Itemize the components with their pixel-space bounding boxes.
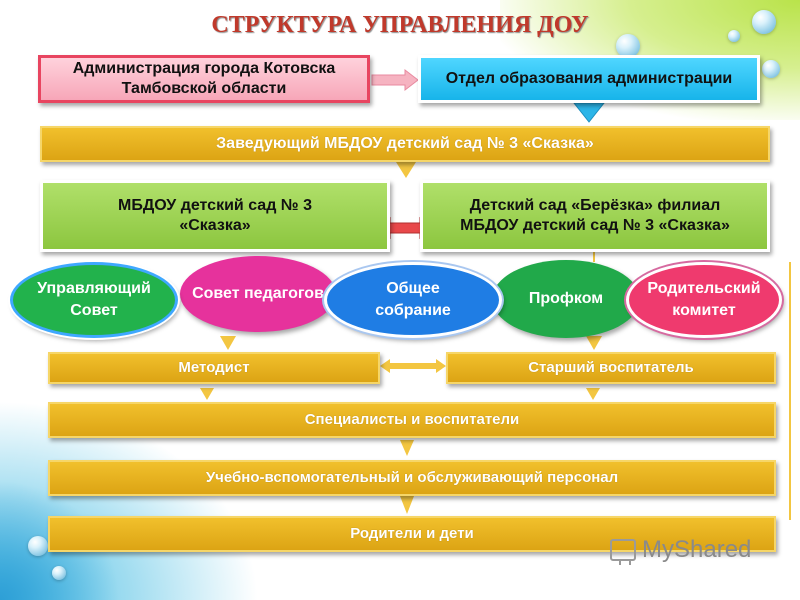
head-box: Заведующий МБДОУ детский сад № 3 «Сказка… [40,126,770,162]
presentation-board-icon [610,539,636,565]
council-pedagogues-ellipse: Совет педагогов [180,256,336,332]
kindergarten-box: МБДОУ детский сад № 3 «Сказка» [40,180,390,252]
water-drop-decoration [52,566,66,580]
arrow-to-specialists-left [200,388,214,400]
governing-council-label: Управляющий Совет [37,280,151,319]
support-staff-box: Учебно-вспомогательный и обслуживающий п… [48,460,776,496]
city-administration-box: Администрация города Котовска Тамбовской… [38,55,370,103]
water-drop-decoration [28,536,48,556]
trade-union-label: Профком [528,290,604,308]
water-drop-decoration [762,60,780,78]
branch-box: Детский сад «Берёзка» филиал МБДОУ детск… [420,180,770,252]
water-drop-decoration [616,34,640,58]
arrow-admin-to-department [371,68,419,92]
arrow-to-parents [400,496,414,514]
trade-union-ellipse: Профком [492,260,640,338]
education-department-box: Отдел образования администрации [418,55,760,103]
general-meeting-label: Общее собрание [375,280,451,319]
watermark-text: MyShared [642,536,752,563]
arrow-to-specialists-right [586,388,600,400]
water-drop-decoration [728,30,740,42]
myshared-watermark: MyShared [610,536,752,565]
page-title: СТРУКТУРА УПРАВЛЕНИЯ ДОУ [211,12,589,38]
parent-committee-ellipse: Родительский комитет [626,262,782,338]
specialists-box: Специалисты и воспитатели [48,402,776,438]
parent-committee-label: Родительский комитет [647,280,761,319]
arrow-methodist-senior [380,359,446,373]
senior-teacher-box: Старший воспитатель [446,352,776,384]
general-meeting-ellipse: Общее собрание [324,262,502,338]
council-pedagogues-label: Совет педагогов [192,285,324,303]
arrow-to-support-staff [400,440,414,456]
methodist-box: Методист [48,352,380,384]
arrow-to-methodist [220,336,236,350]
water-drop-decoration [752,10,776,34]
arrow-head-to-units [396,162,416,178]
governing-council-ellipse: Управляющий Совет [10,262,178,338]
arrow-to-senior-teacher [586,336,602,350]
parents-children-box: Родители и дети [48,516,776,552]
